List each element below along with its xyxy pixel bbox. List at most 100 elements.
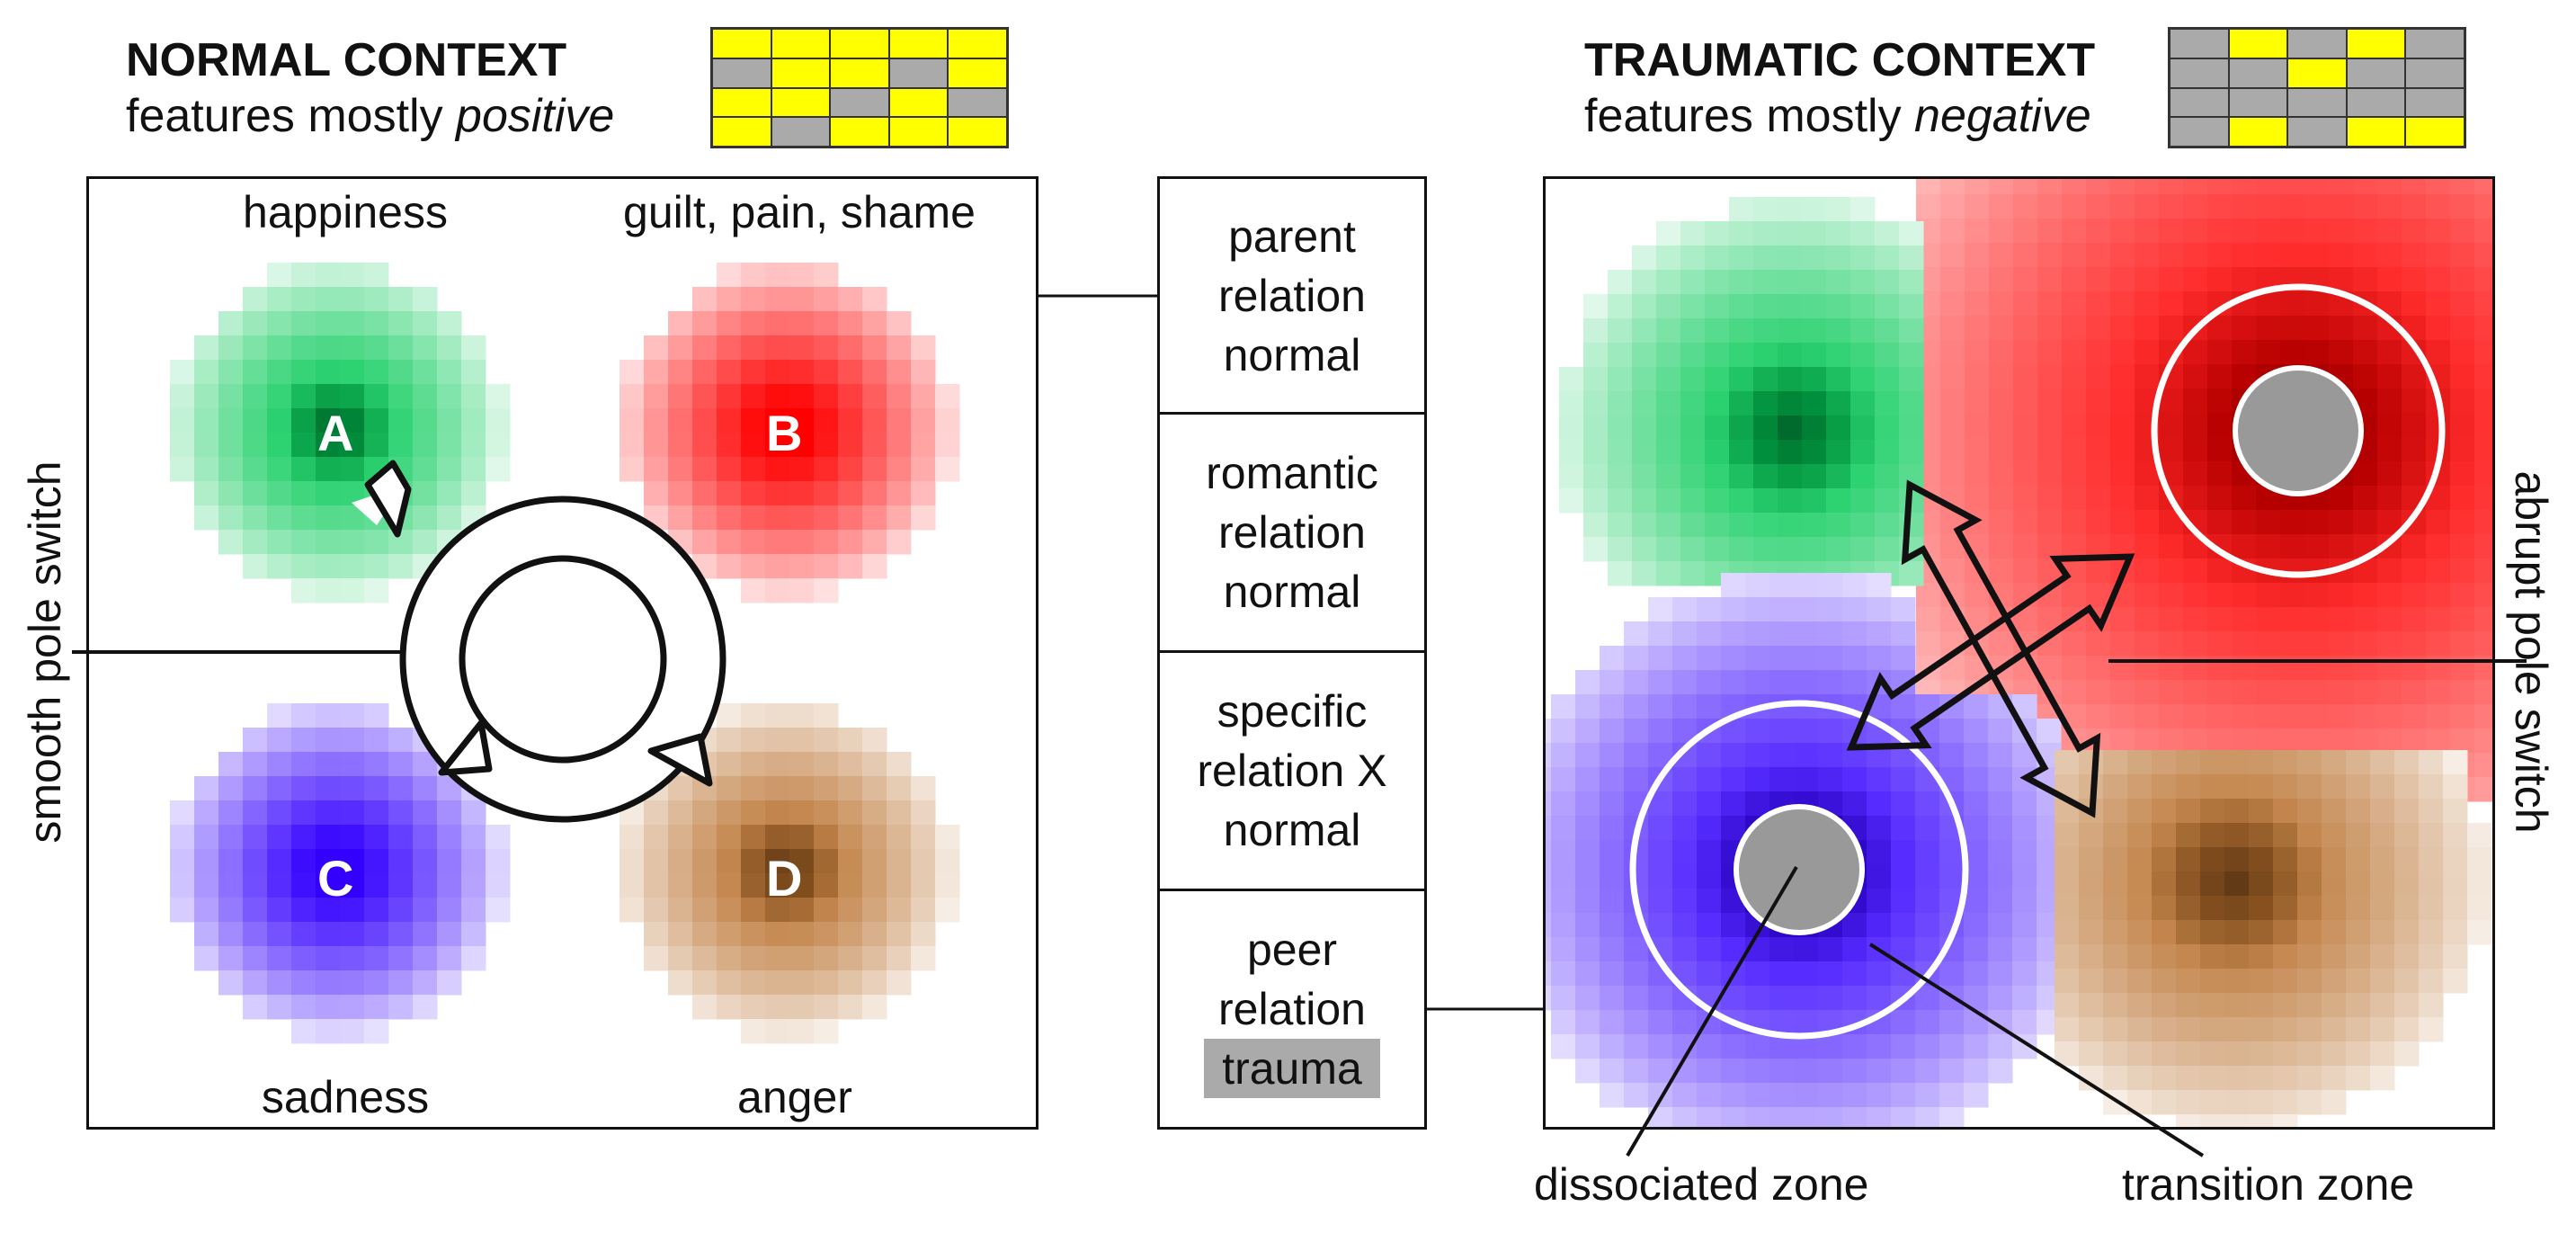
trauma-happiness-blob-pixel <box>1778 513 1803 538</box>
trauma-pain-blob-pixel <box>1989 179 2014 195</box>
sadness-blob-pixel <box>340 898 365 923</box>
sadness-blob-pixel <box>340 970 365 996</box>
trauma-happiness-blob-pixel <box>1608 318 1633 344</box>
trauma-pain-blob-pixel <box>2135 558 2160 584</box>
trauma-sadness-blob-pixel <box>1891 1034 1916 1059</box>
trauma-pain-blob-pixel <box>2450 583 2475 608</box>
anger-blob-pixel <box>741 898 766 923</box>
trauma-happiness-blob-pixel <box>1826 318 1851 344</box>
sadness-blob-pixel <box>218 752 244 777</box>
trauma-happiness-blob-pixel <box>1850 440 1876 465</box>
trauma-pain-blob-pixel <box>2256 607 2281 632</box>
sadness-blob-pixel <box>437 922 462 947</box>
trauma-sadness-blob-pixel <box>1721 646 1746 671</box>
trauma-pain-blob-pixel <box>2013 267 2038 292</box>
trauma-pain-blob-pixel <box>1989 243 2014 268</box>
trauma-happiness-blob-pixel <box>1753 415 1778 441</box>
trauma-pain-blob-pixel <box>2353 340 2378 365</box>
happiness-blob-pixel <box>340 433 365 458</box>
pain-blob-pixel <box>741 263 766 288</box>
pain-blob-pixel <box>862 408 887 433</box>
anger-blob-pixel <box>814 970 839 996</box>
happiness-blob-pixel <box>461 408 486 433</box>
relation-name: specific <box>1217 686 1368 737</box>
trauma-pain-blob-pixel <box>2256 728 2281 754</box>
trauma-happiness-blob-pixel <box>1608 391 1633 416</box>
trauma-happiness-blob-pixel <box>1826 294 1851 319</box>
trauma-pain-blob-pixel <box>2329 510 2354 535</box>
trauma-pain-blob-pixel <box>2159 316 2184 341</box>
trauma-happiness-blob-pixel <box>1729 197 1754 222</box>
trauma-pain-blob-pixel <box>2353 267 2378 292</box>
trauma-pain-blob-pixel <box>2086 316 2111 341</box>
pain-blob-pixel <box>838 457 863 482</box>
trauma-happiness-blob-pixel <box>1680 343 1706 368</box>
pain-blob-pixel <box>692 433 718 458</box>
anger-blob-pixel <box>717 776 742 801</box>
relation-status: normal <box>1223 329 1361 380</box>
trauma-sadness-blob-pixel <box>1842 646 1867 671</box>
relation-name: romantic <box>1206 448 1378 498</box>
trauma-happiness-blob-pixel <box>1826 513 1851 538</box>
trauma-pain-blob-pixel <box>2207 243 2233 268</box>
trauma-sadness-blob-pixel <box>1867 621 1892 647</box>
traumatic-feature-cell-3-4 <box>2405 117 2465 147</box>
trauma-happiness-blob-pixel <box>1778 415 1803 441</box>
trauma-pain-blob-pixel <box>2426 219 2451 244</box>
trauma-pain-blob-pixel <box>2377 267 2402 292</box>
trauma-sadness-blob-pixel <box>1721 1107 1746 1127</box>
trauma-pain-blob-pixel <box>2183 179 2208 195</box>
trauma-pain-blob-pixel <box>2474 316 2492 341</box>
trauma-sadness-blob-pixel <box>1575 1010 1600 1035</box>
anger-blob-pixel <box>765 800 790 826</box>
anger-blob-pixel <box>814 898 839 923</box>
pain-blob-pixel <box>862 433 887 458</box>
trauma-pain-blob-pixel <box>1989 267 2014 292</box>
anger-blob-pixel <box>838 873 863 898</box>
normal-feature-cell-3-0 <box>712 117 771 147</box>
sadness-blob-pixel <box>267 970 292 996</box>
anger-blob-pixel <box>692 800 718 826</box>
trauma-sadness-blob-pixel <box>1818 1034 1843 1059</box>
trauma-pain-blob-pixel <box>2304 510 2330 535</box>
trauma-pain-blob-pixel <box>1989 437 2014 462</box>
happiness-blob-pixel <box>291 481 316 506</box>
happiness-blob-pixel <box>170 457 195 482</box>
trauma-sadness-blob-pixel <box>1794 573 1819 598</box>
sadness-blob-pixel <box>194 922 219 947</box>
trauma-sadness-blob-pixel <box>1745 1107 1770 1127</box>
trauma-sadness-blob-pixel <box>1794 937 1819 962</box>
trauma-happiness-blob-pixel <box>1632 537 1657 562</box>
happiness-blob-pixel <box>170 408 195 433</box>
trauma-pain-blob-pixel <box>2086 340 2111 365</box>
trauma-pain-blob-pixel <box>2086 291 2111 317</box>
trauma-pain-blob-pixel <box>2450 437 2475 462</box>
anger-blob-pixel <box>838 728 863 753</box>
sadness-blob-pixel <box>364 800 389 826</box>
trauma-happiness-blob-pixel <box>1705 294 1730 319</box>
sadness-blob-pixel <box>243 800 268 826</box>
trauma-happiness-blob-pixel <box>1875 270 1900 295</box>
sadness-blob-pixel <box>316 849 341 874</box>
trauma-pain-blob-pixel <box>2304 316 2330 341</box>
trauma-happiness-blob-pixel <box>1608 343 1633 368</box>
trauma-pain-blob-pixel <box>2207 607 2233 632</box>
trauma-pain-blob-pixel <box>2037 486 2063 511</box>
anger-blob-pixel <box>692 995 718 1020</box>
trauma-pain-blob-pixel <box>2232 316 2257 341</box>
trauma-pain-blob-pixel <box>2037 364 2063 389</box>
trauma-sadness-blob-pixel <box>1551 791 1576 817</box>
trauma-pain-blob-pixel <box>2135 510 2160 535</box>
trauma-happiness-blob-pixel <box>1680 440 1706 465</box>
trauma-pain-blob-pixel <box>2402 437 2427 462</box>
trauma-pain-blob-pixel <box>2110 243 2135 268</box>
trauma-pain-blob-pixel <box>2450 194 2475 219</box>
anger-blob-pixel <box>741 825 766 850</box>
trauma-sadness-blob-pixel <box>1672 1010 1698 1035</box>
trauma-pain-blob-pixel <box>2474 437 2492 462</box>
sadness-blob-pixel <box>267 752 292 777</box>
pain-blob-pixel <box>935 433 960 458</box>
trauma-sadness-blob-pixel <box>1624 1083 1649 1108</box>
trauma-happiness-blob-pixel <box>1632 294 1657 319</box>
pain-blob-pixel <box>765 311 790 336</box>
